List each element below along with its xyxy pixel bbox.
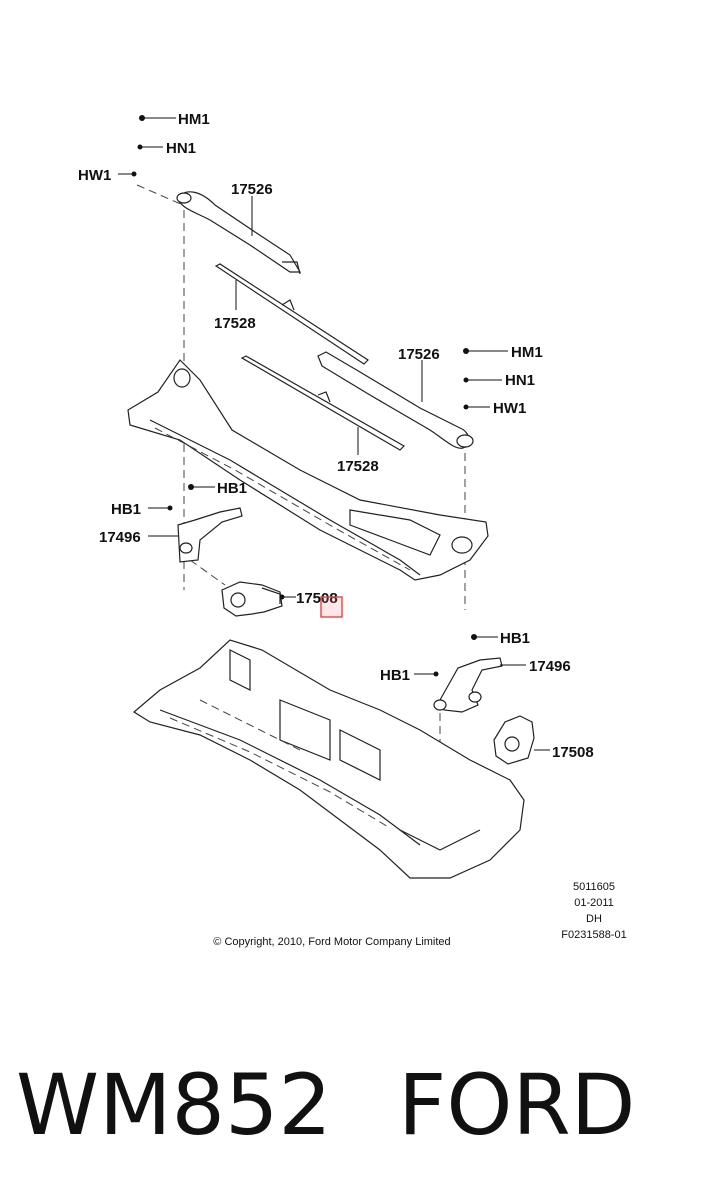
callout-hb1-right-b: HB1 [380, 667, 410, 684]
cowl-panel [127, 359, 489, 581]
callout-hb1-right-a: HB1 [500, 630, 530, 647]
ref-line-3: DH [586, 913, 602, 925]
ref-line-4: F0231588-01 [561, 929, 626, 941]
linkage-right [433, 657, 503, 713]
reference-block: 5011605 01-2011 DH F0231588-01 [561, 881, 626, 941]
callout-hb1-left-a: HB1 [217, 480, 247, 497]
callout-blade-left: 17528 [214, 315, 256, 332]
footer-title: WM852 FORD [0, 1050, 708, 1160]
callout-blade-right: 17528 [337, 458, 379, 475]
linkage-left [177, 507, 243, 563]
callout-hw1-left: HW1 [78, 167, 111, 184]
ref-line-2: 01-2011 [574, 897, 614, 909]
callout-linkage-right: 17496 [529, 658, 571, 675]
wiper-arm-left [176, 191, 302, 275]
callout-labels: HM1 HN1 HW1 17526 17528 17526 HM1 HN1 HW… [78, 111, 594, 761]
callout-hw1-right: HW1 [493, 400, 526, 417]
brand-name: FORD [398, 1056, 636, 1154]
copyright-notice: © Copyright, 2010, Ford Motor Company Li… [213, 936, 450, 948]
callout-arm-right: 17526 [398, 346, 440, 363]
callout-hb1-left-b: HB1 [111, 501, 141, 518]
callout-hn1-left: HN1 [166, 140, 196, 157]
callout-motor-left: 17508 [296, 590, 338, 607]
wiper-blade-right [240, 355, 405, 451]
wiper-blade-left [214, 263, 369, 365]
selection-highlight[interactable] [320, 596, 343, 618]
wiper-arm-right [317, 351, 474, 449]
leader-lines [118, 115, 550, 751]
callout-motor-right: 17508 [552, 744, 594, 761]
callout-hn1-right: HN1 [505, 372, 535, 389]
motor-left [221, 581, 283, 617]
body-structure [132, 639, 525, 879]
callout-arm-left: 17526 [231, 181, 273, 198]
motor-right [493, 715, 535, 765]
callout-linkage-left: 17496 [99, 529, 141, 546]
callout-hm1-right: HM1 [511, 344, 543, 361]
callout-hm1-left: HM1 [178, 111, 210, 128]
wiper-system-exploded-diagram: HM1 HN1 HW1 17526 17528 17526 HM1 HN1 HW… [78, 111, 627, 948]
ref-line-1: 5011605 [573, 881, 615, 893]
part-number: WM852 [16, 1056, 332, 1154]
